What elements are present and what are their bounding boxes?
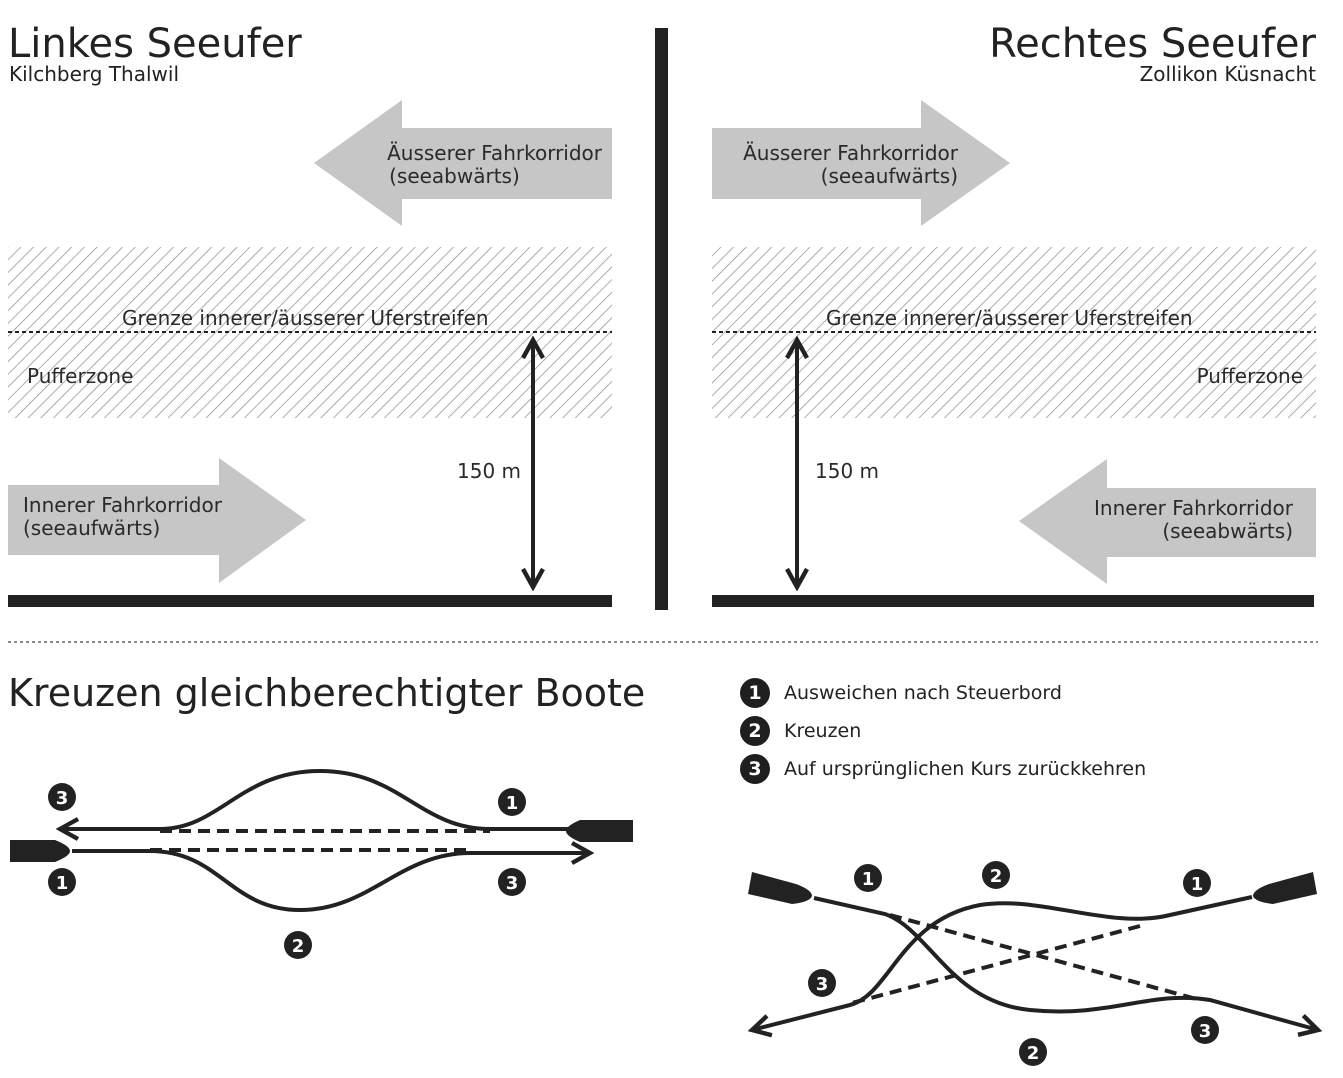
legend: 1 Ausweichen nach Steuerbord 2 Kreuzen 3… — [740, 678, 1146, 784]
head-on-crossing-diagram: 3 1 1 3 2 — [10, 768, 633, 959]
left-buffer-label: Pufferzone — [27, 364, 134, 388]
left-outer-corridor-line2: (seeabwärts) — [389, 164, 520, 188]
legend-item: 3 Auf ursprünglichen Kurs zurückkehren — [740, 754, 1146, 784]
right-outer-corridor-line2: (seeaufwärts) — [820, 164, 958, 188]
step-number-marker — [48, 783, 76, 811]
left-inner-corridor-label: Innerer Fahrkorridor (seeaufwärts) — [23, 494, 222, 540]
diagonal-crossing-diagram: 1 2 1 3 3 2 — [748, 861, 1318, 1066]
course-path — [813, 896, 1318, 1030]
legend-item: 1 Ausweichen nach Steuerbord — [740, 678, 1146, 708]
legend-number-badge: 1 — [740, 678, 770, 708]
step-number-marker — [1019, 1038, 1047, 1066]
step-number-marker — [284, 931, 312, 959]
left-boundary-label: Grenze innerer/äusserer Uferstreifen — [122, 306, 489, 330]
step-number-marker — [1183, 869, 1211, 897]
right-shore-title: Rechtes Seeufer — [989, 21, 1316, 67]
course-path — [60, 768, 572, 829]
left-distance-label: 150 m — [457, 459, 522, 483]
right-shore-subtitle: Zollikon Küsnacht — [1139, 62, 1316, 86]
right-outer-corridor-label: Äusserer Fahrkorridor (seeaufwärts) — [743, 142, 958, 188]
legend-number-badge: 2 — [740, 716, 770, 746]
crossing-title: Kreuzen gleichberechtigter Boote — [8, 671, 646, 715]
original-course-dashed — [851, 924, 1141, 1005]
course-path — [72, 851, 590, 913]
course-path — [752, 895, 1253, 1030]
step-number-marker — [808, 969, 836, 997]
left-outer-corridor-arrow — [314, 100, 612, 226]
boat-icon — [566, 820, 633, 842]
step-number-label: 3 — [1199, 1021, 1212, 1042]
legend-text: Kreuzen — [784, 720, 862, 742]
step-number-marker — [1191, 1016, 1219, 1044]
right-inner-corridor-arrow — [1019, 459, 1316, 584]
step-number-label: 1 — [862, 869, 875, 890]
step-number-label: 2 — [990, 866, 1003, 887]
step-number-label: 1 — [56, 873, 69, 894]
right-boundary-label: Grenze innerer/äusserer Uferstreifen — [826, 306, 1193, 330]
step-number-label: 3 — [56, 788, 69, 809]
legend-item: 2 Kreuzen — [740, 716, 1146, 746]
right-inner-corridor-label: Innerer Fahrkorridor (seeabwärts) — [1094, 497, 1293, 543]
right-outer-corridor-line1: Äusserer Fahrkorridor — [743, 141, 958, 165]
right-outer-corridor-arrow — [712, 100, 1010, 226]
legend-number-badge: 3 — [740, 754, 770, 784]
left-inner-corridor-arrow — [8, 458, 306, 583]
left-outer-corridor-line1: Äusserer Fahrkorridor — [387, 141, 602, 165]
left-inner-corridor-line2: (seeaufwärts) — [23, 516, 161, 540]
step-number-marker — [498, 868, 526, 896]
step-number-label: 2 — [292, 936, 305, 957]
left-outer-corridor-label: Äusserer Fahrkorridor (seeabwärts) — [387, 142, 602, 188]
step-number-marker — [498, 788, 526, 816]
step-number-label: 1 — [506, 793, 519, 814]
legend-text: Ausweichen nach Steuerbord — [784, 682, 1062, 704]
left-inner-corridor-line1: Innerer Fahrkorridor — [23, 493, 222, 517]
boat-icon — [10, 840, 70, 862]
step-number-label: 3 — [506, 873, 519, 894]
step-number-label: 2 — [1027, 1043, 1040, 1064]
step-number-marker — [982, 861, 1010, 889]
left-shore-subtitle: Kilchberg Thalwil — [9, 62, 179, 86]
right-inner-corridor-line2: (seeabwärts) — [1162, 519, 1293, 543]
legend-text: Auf ursprünglichen Kurs zurückkehren — [784, 758, 1147, 780]
boat-icon — [1253, 872, 1317, 904]
step-number-marker — [854, 864, 882, 892]
right-distance-label: 150 m — [815, 459, 880, 483]
boat-icon — [748, 872, 812, 904]
original-course-dashed — [889, 913, 1201, 1002]
center-divider — [655, 28, 668, 610]
step-number-label: 3 — [816, 974, 829, 995]
left-shore-title: Linkes Seeufer — [8, 21, 302, 67]
step-number-marker — [48, 868, 76, 896]
right-inner-corridor-line1: Innerer Fahrkorridor — [1094, 496, 1293, 520]
step-number-label: 1 — [1191, 874, 1204, 895]
right-shoreline — [712, 595, 1314, 607]
right-buffer-label: Pufferzone — [1196, 364, 1303, 388]
left-shoreline — [8, 595, 612, 607]
